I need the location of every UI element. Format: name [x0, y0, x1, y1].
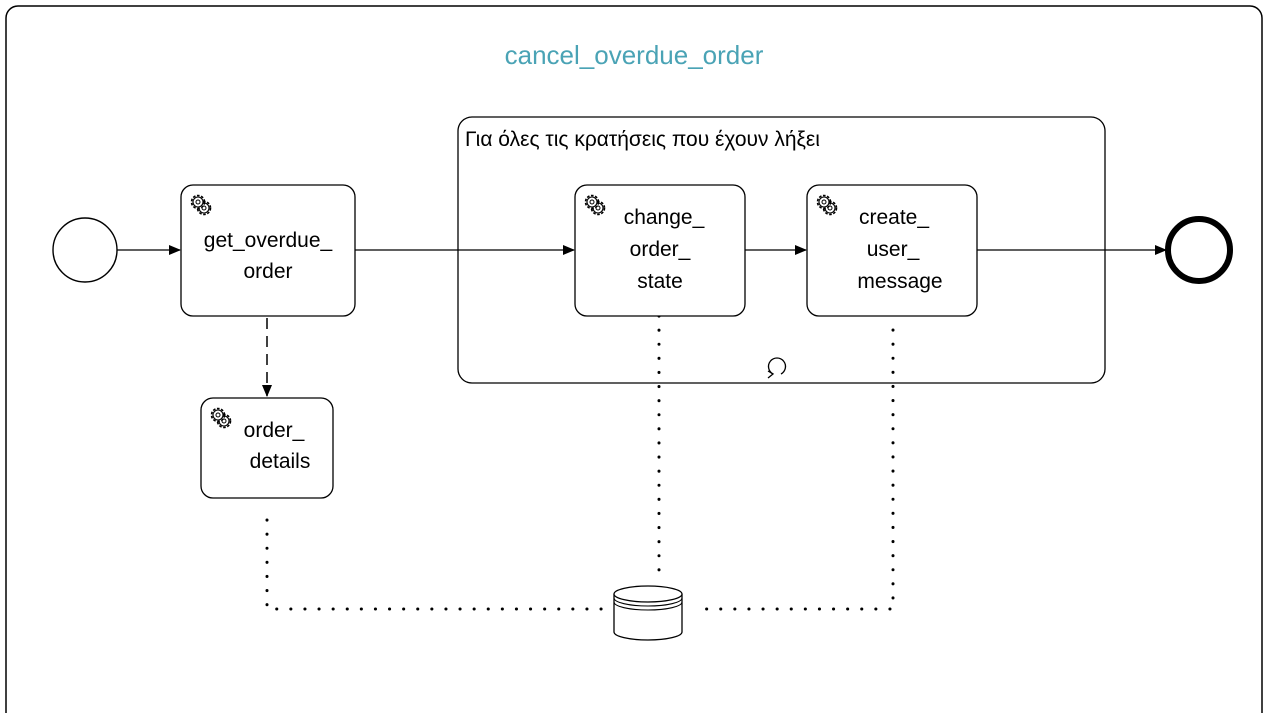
diagram-title: cancel_overdue_order: [505, 40, 764, 70]
task-label-line: order_: [630, 238, 691, 261]
task-change-order-state[interactable]: change_ order_ state: [574, 184, 746, 317]
database-icon[interactable]: [613, 585, 683, 641]
task-label-line: state: [637, 270, 683, 293]
task-label-line: user_: [867, 238, 920, 261]
task-order-details[interactable]: order_ details: [200, 397, 334, 499]
task-create-user-message[interactable]: create_ user_ message: [806, 184, 978, 317]
task-label-line: details: [250, 450, 311, 473]
task-label-line: order: [243, 260, 292, 283]
subprocess-label: Για όλες τις κρατήσεις που έχουν λήξει: [465, 128, 820, 151]
task-get-overdue-order[interactable]: get_overdue_ order: [180, 184, 356, 317]
data-associations: [265, 314, 895, 611]
task-label-line: order_: [244, 419, 305, 442]
task-label-line: message: [857, 270, 942, 293]
loop-icon: [767, 357, 787, 379]
end-event[interactable]: [1165, 216, 1233, 284]
start-event[interactable]: [52, 217, 118, 283]
task-label-line: change_: [624, 206, 705, 229]
task-label-line: create_: [859, 206, 929, 229]
task-label-line: get_overdue_: [204, 229, 333, 252]
pool-frame: [5, 5, 1263, 713]
